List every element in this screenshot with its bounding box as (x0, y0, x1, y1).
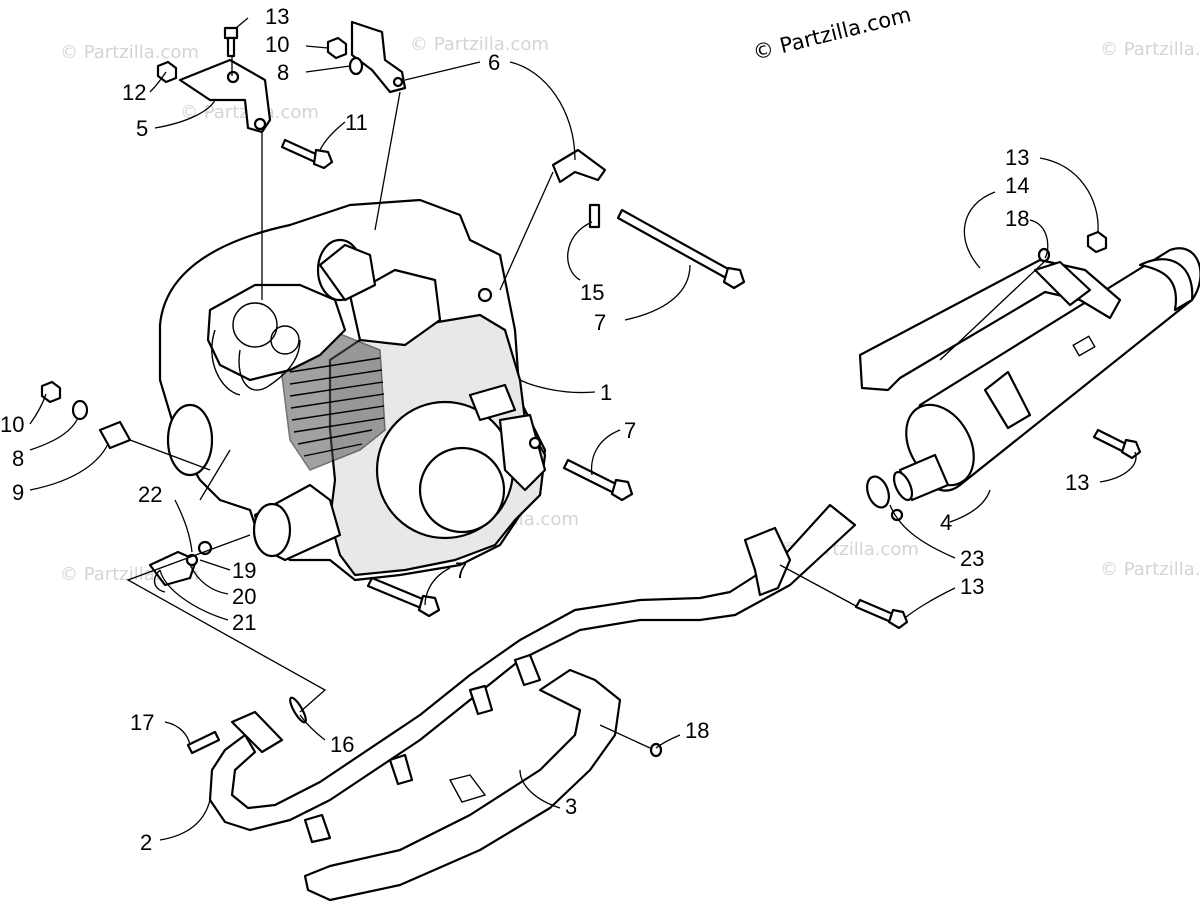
nut-10-top (326, 36, 348, 60)
callout-10-top: 10 (265, 32, 289, 57)
washer-8-left (71, 399, 89, 421)
muffler-4 (892, 247, 1200, 502)
callout-1: 1 (600, 380, 612, 405)
callout-20: 20 (232, 584, 256, 609)
copyright-text: © Partzilla.com (750, 2, 913, 64)
rivet-18-shield (1037, 247, 1051, 263)
callout-7-mid: 7 (624, 418, 636, 443)
callout-13-muffler: 13 (1065, 470, 1089, 495)
nut-10-left (40, 380, 62, 404)
callout-21: 21 (232, 610, 256, 635)
callout-2: 2 (140, 830, 152, 855)
bolt-15 (588, 203, 601, 229)
callout-18-shield: 18 (1005, 206, 1029, 231)
watermark-8: © Partzilla.com (1100, 559, 1200, 580)
watermark-1: © Partzilla.com (60, 42, 199, 63)
bolt-17 (186, 730, 221, 755)
spacer-9 (98, 420, 132, 450)
callout-5: 5 (136, 116, 148, 141)
callout-13-top: 13 (265, 4, 289, 29)
callout-23: 23 (960, 546, 984, 571)
watermark-4: © Partzilla.com (1100, 39, 1200, 60)
heat-guard-3 (303, 668, 622, 902)
callout-8-top: 8 (277, 60, 289, 85)
bolt-13-shield (1086, 230, 1108, 254)
callout-15: 15 (580, 280, 604, 305)
muffler-strap (983, 370, 1032, 430)
watermark-3: © Partzilla.com (410, 34, 549, 55)
callout-18-guard: 18 (685, 718, 709, 743)
callout-22: 22 (138, 482, 162, 507)
heat-shield-14 (858, 258, 1122, 392)
callout-10-left: 10 (0, 412, 24, 437)
leader-lines (29, 17, 1137, 841)
callout-19: 19 (232, 558, 256, 583)
callout-12: 12 (122, 80, 146, 105)
bolt-11 (280, 138, 334, 170)
engine-assembly (158, 198, 547, 582)
callout-13-shield: 13 (1005, 145, 1029, 170)
callout-13-pipe: 13 (960, 574, 984, 599)
clamp-23 (866, 475, 904, 522)
callout-17: 17 (130, 710, 154, 735)
callout-16: 16 (330, 732, 354, 757)
callout-6: 6 (488, 50, 500, 75)
bracket-5 (178, 58, 272, 134)
bolt-7-mid (562, 458, 634, 502)
callout-7-upper: 7 (594, 310, 606, 335)
washer-8-top (348, 56, 364, 76)
rod-7-upper (616, 208, 746, 290)
callout-9: 9 (12, 480, 24, 505)
callout-4: 4 (940, 510, 952, 535)
callout-14: 14 (1005, 173, 1029, 198)
bolt-13-pipe (854, 598, 909, 630)
bolt-13-top (223, 26, 239, 58)
callout-3: 3 (565, 794, 577, 819)
bolt-13-muffler (1092, 428, 1142, 460)
callout-11: 11 (345, 110, 368, 135)
gasket-16 (289, 696, 307, 724)
exhaust-pipe-2 (208, 503, 857, 844)
callout-8-left: 8 (12, 446, 24, 471)
bracket-6-lower (551, 148, 607, 184)
bolt-7-lower (366, 576, 441, 618)
callout-numbers: 13 10 8 6 12 5 11 15 7 1 7 13 14 18 13 4… (0, 4, 1089, 855)
callout-7-lower: 7 (455, 558, 467, 583)
